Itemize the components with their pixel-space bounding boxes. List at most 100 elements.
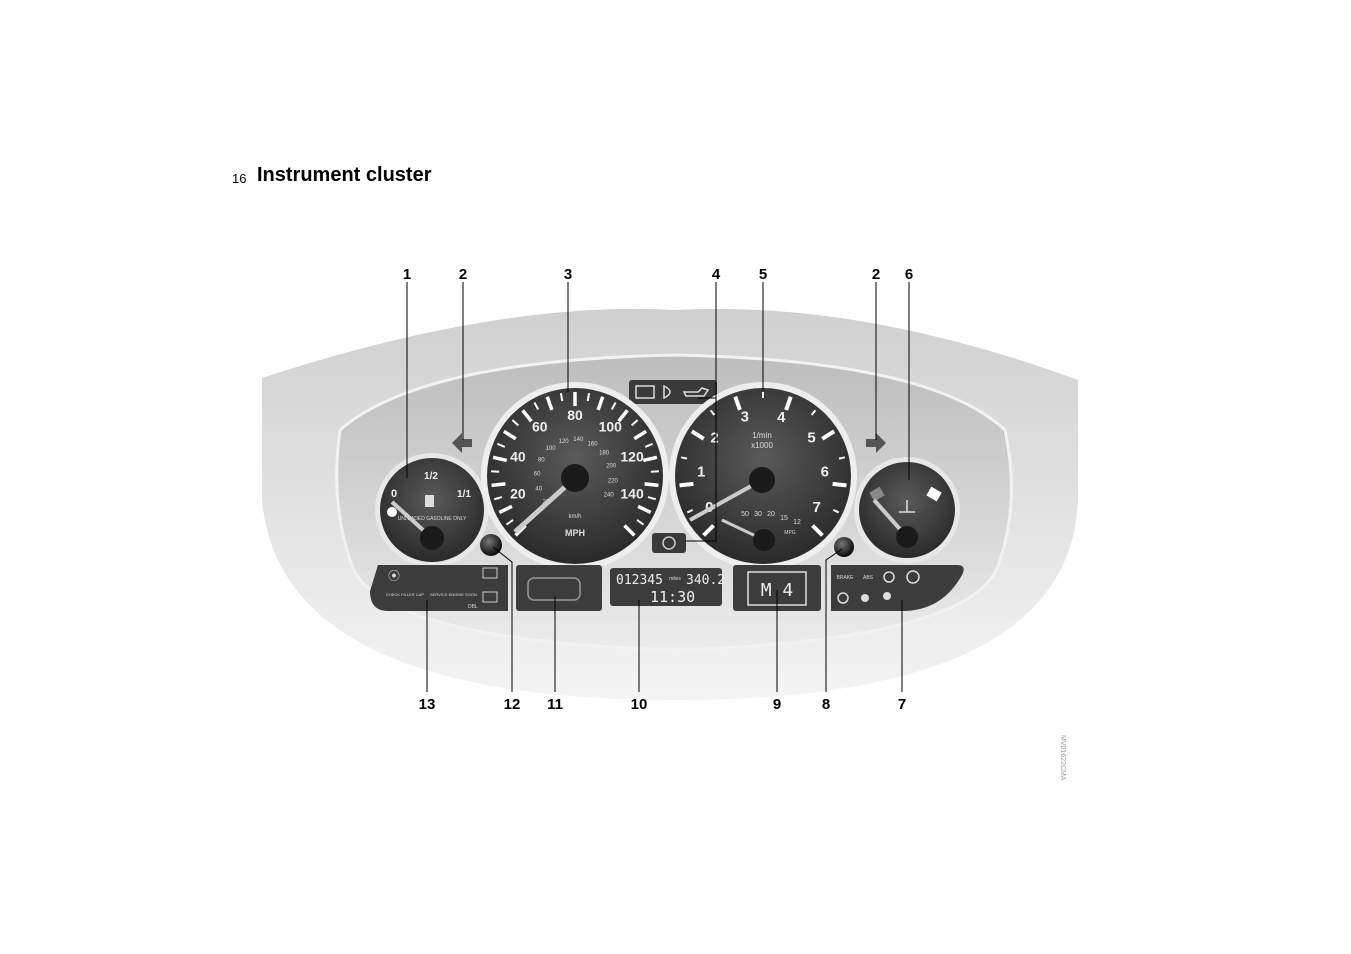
mph-label: 60 [532,418,548,434]
callout-number: 11 [547,696,563,713]
fuel-gauge: 0 1/2 1/1 UNLEADED GASOLINE ONLY [375,453,489,567]
speedometer-tick [494,496,503,501]
check-control-icon [662,536,676,550]
battery-icon [635,385,655,399]
trunk-lid-icon [482,591,498,603]
tach-unit-1: 1/min [752,431,772,440]
left-indicator-panel [370,565,508,611]
dsc-icon [837,592,849,604]
mph-label: 80 [567,407,583,423]
tachometer-tick [679,481,694,488]
tachometer-tick [709,409,716,416]
speedometer-mph-unit: MPH [565,528,585,538]
tachometer-tick [832,481,847,488]
tachometer-tick [686,508,694,514]
speedometer-tick [647,496,656,501]
tachometer-tick [680,456,688,460]
mph-label: 140 [620,486,644,502]
mph-label: 120 [620,448,644,464]
speedometer-tick [633,429,648,441]
tachometer-tick [733,396,742,411]
kmh-label: 80 [538,457,545,463]
tachometer-tick [811,524,824,537]
tachometer-tick [784,396,793,411]
coolant-temperature-gauge [854,457,960,563]
mph-label: 40 [510,448,526,464]
washer-fluid-icon [482,567,498,579]
kmh-label: 180 [599,451,610,457]
callout-number: 3 [564,266,572,283]
speedometer-tick [596,396,605,411]
speedometer-tick [617,409,629,423]
speedometer-tick [533,401,540,410]
trip-reset-knob[interactable] [480,534,502,556]
kmh-label: 240 [604,493,615,499]
airbag-icon [883,592,891,600]
page-number: 16 [232,171,247,186]
brake-warning-label: BRAKE [837,575,855,581]
rpm-label: 2 [710,429,718,446]
tachometer-tick [832,508,840,514]
odometer-unit: miles [669,576,681,582]
speedometer-tick [502,429,517,441]
tach-unit-2: x1000 [751,441,773,450]
economy-label: 50 [741,511,749,518]
fog-light-icon: ⦿ [388,569,400,583]
turn-signal-left-icon [452,433,472,453]
rpm-label: 3 [741,409,749,426]
check-control-indicator [652,533,686,553]
kmh-label: 220 [608,478,619,484]
speedometer-tick [497,442,506,448]
service-engine-soon-label: SERVICE ENGINE SOON [430,592,477,597]
tachometer-needle [689,478,763,522]
tachometer-tick [810,409,817,416]
fuel-label-empty: 0 [391,488,397,500]
odometer-value: 012345 [616,573,663,588]
economy-label: 15 [780,515,788,522]
speedometer-tick [637,504,652,515]
turn-signal-right-icon [866,433,886,453]
kmh-label: 160 [588,441,599,447]
speedometer-tick [610,401,617,410]
speedometer-tick [642,455,658,463]
clock-value: 11:30 [650,588,695,606]
speedometer-tick [644,482,659,488]
fuel-label-half: 1/2 [424,471,438,482]
mph-label: 100 [599,418,623,434]
speedometer-tick [644,442,653,448]
economy-label: 20 [767,511,775,518]
service-reset-knob[interactable] [834,537,854,557]
speedometer-labels: 2040608010012014020406080100120140160180… [510,407,644,505]
callout-number: 13 [419,696,436,713]
callout-number: 9 [773,696,781,713]
rpm-label: 5 [807,429,815,446]
kmh-label: 140 [573,437,584,443]
tachometer-ticks [679,392,847,537]
callout-number: 1 [403,266,411,283]
coolant-temperature-icon [899,500,915,513]
tire-pressure-icon [906,570,920,584]
speedometer-kmh-unit: km/h [568,514,581,520]
lamp-status-panel [516,565,602,611]
light-failure-icon [883,571,895,583]
speedometer-tick [511,419,519,427]
tachometer-tick [702,524,715,537]
fuel-reserve-light [387,507,397,517]
tachometer-tick [690,429,705,441]
mph-label: 20 [510,486,526,502]
gear-display [733,565,821,611]
speedometer-tick [521,409,533,423]
rpm-label: 1 [697,463,705,480]
car-outline-icon [527,577,581,601]
check-filler-cap-label: CHECK FILLER CAP [386,592,424,597]
callout-number: 5 [759,266,767,283]
speedometer-tick [545,396,554,411]
odometer-display [610,568,722,606]
fuel-note: UNLEADED GASOLINE ONLY [398,516,467,522]
speedometer-tick [623,524,636,537]
callout-number: 10 [631,696,648,713]
kmh-label: 120 [559,439,570,445]
